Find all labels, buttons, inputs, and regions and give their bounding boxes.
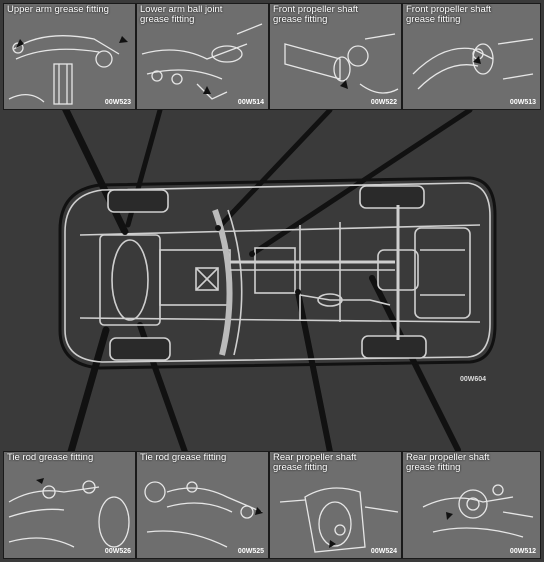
- panel-title: Rear propeller shaft grease fitting: [406, 452, 490, 473]
- panel-rear-shaft-1: Rear propeller shaft grease fitting 00W5…: [269, 451, 402, 559]
- leader-rear-shaft-1: [295, 289, 333, 455]
- diagram-code: 00W604: [460, 376, 487, 383]
- panel-code: 00W526: [104, 548, 131, 555]
- fitting-rear-shaft-1: [295, 289, 301, 295]
- fitting-front-shaft-2: [249, 251, 255, 257]
- panel-code: 00W525: [237, 548, 264, 555]
- fitting-upper-arm: [122, 229, 128, 235]
- panel-rear-shaft-2: Rear propeller shaft grease fitting 00W5…: [402, 451, 541, 559]
- leader-front-shaft-1: [215, 107, 333, 231]
- fitting-front-shaft-1: [215, 225, 221, 231]
- panel-code: 00W524: [370, 548, 397, 555]
- panel-title: Front propeller shaft grease fitting: [273, 4, 359, 25]
- tie-rod-illustration: [144, 481, 263, 548]
- panel-code: 00W512: [509, 548, 536, 555]
- panel-title: Front propeller shaft grease fitting: [406, 4, 492, 25]
- front-wheel-left: [107, 189, 169, 213]
- fitting-markers: [122, 225, 375, 295]
- panel-front-shaft-1: Front propeller shaft grease fitting 00W…: [269, 3, 402, 110]
- front-shaft-illustration: [284, 33, 399, 94]
- rear-shaft-illustration: [279, 487, 399, 553]
- leader-lines: [61, 104, 473, 459]
- panel-upper-arm: Upper arm grease fitting 00W523: [3, 3, 136, 110]
- panel-code: 00W514: [237, 99, 264, 106]
- rear-wheel-left: [359, 185, 425, 209]
- leader-upper-arm: [61, 104, 129, 236]
- panel-code: 00W523: [104, 99, 131, 106]
- panel-tie-rod-2: Tie rod grease fitting 00W525: [136, 451, 269, 559]
- panel-title: Tie rod grease fitting: [140, 452, 227, 463]
- panel-lower-arm: Lower arm ball joint grease fitting 00W5…: [136, 3, 269, 110]
- vehicle-body: [58, 176, 497, 370]
- panel-code: 00W522: [370, 99, 397, 106]
- panel-title: Rear propeller shaft grease fitting: [273, 452, 357, 473]
- front-shaft-illustration: [412, 38, 534, 90]
- panel-tie-rod-1: Tie rod grease fitting 00W526: [3, 451, 136, 559]
- rear-shaft-illustration: [422, 484, 534, 538]
- tie-rod-illustration: [8, 478, 130, 548]
- rear-wheel-right: [361, 335, 427, 359]
- panel-code: 00W513: [509, 99, 536, 106]
- lower-arm-illustration: [141, 23, 263, 100]
- panel-front-shaft-2: Front propeller shaft grease fitting 00W…: [402, 3, 541, 110]
- upper-arm-illustration: [8, 35, 128, 105]
- panel-title: Upper arm grease fitting: [7, 4, 109, 15]
- fitting-rear-shaft-2: [369, 275, 375, 281]
- leader-tie-rod-1: [66, 326, 110, 459]
- front-wheel-right: [109, 337, 171, 361]
- panel-title: Tie rod grease fitting: [7, 452, 94, 463]
- panel-title: Lower arm ball joint grease fitting: [140, 4, 223, 25]
